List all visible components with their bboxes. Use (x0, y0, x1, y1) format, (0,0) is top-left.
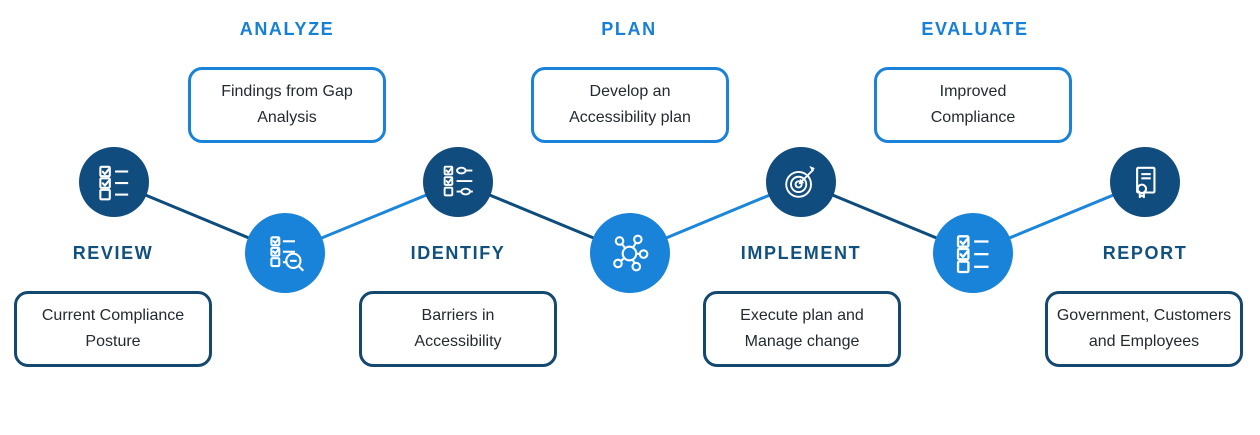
analyze-box-line2: Analysis (257, 109, 317, 126)
checklist-icon (99, 165, 129, 201)
implement-label: IMPLEMENT (740, 243, 862, 263)
evaluate-label: EVALUATE (921, 19, 1029, 39)
analyze-info-box: Findings from Gap Analysis (188, 67, 386, 143)
network-icon (613, 234, 649, 272)
target-arrow-icon (785, 165, 815, 198)
review-label: REVIEW (72, 243, 154, 263)
review-info-box: Current Compliance Posture (14, 291, 212, 367)
identify-box-line2: Accessibility (414, 333, 502, 350)
plan-step-circle (590, 213, 670, 293)
evaluate-box-line1: Improved (939, 83, 1007, 100)
implement-box-line2: Manage change (744, 333, 860, 350)
checklist-tags-icon (443, 165, 473, 197)
review-step-circle (79, 147, 149, 217)
plan-box-line2: Accessibility plan (569, 109, 691, 126)
report-label: REPORT (1102, 243, 1188, 263)
analyze-box-line1: Findings from Gap (221, 83, 353, 100)
identify-box-line1: Barriers in (421, 307, 495, 324)
plan-info-box: Develop an Accessibility plan (531, 67, 729, 143)
identify-label: IDENTIFY (410, 243, 506, 263)
implement-step-circle (766, 147, 836, 217)
report-step-circle (1110, 147, 1180, 217)
plan-box-line1: Develop an (589, 83, 671, 100)
identify-info-box: Barriers in Accessibility (359, 291, 557, 367)
implement-info-box: Execute plan and Manage change (703, 291, 901, 367)
analyze-label: ANALYZE (239, 19, 335, 39)
evaluate-info-box: Improved Compliance (874, 67, 1072, 143)
evaluate-box-line2: Compliance (930, 109, 1016, 126)
review-box-line2: Posture (85, 333, 141, 350)
report-box-line2: and Employees (1088, 333, 1200, 350)
analyze-step-circle (245, 213, 325, 293)
review-box-line1: Current Compliance (41, 307, 185, 324)
checklist-magnifier-icon (270, 236, 305, 272)
evaluate-step-circle (933, 213, 1013, 293)
implement-box-line1: Execute plan and (740, 307, 864, 324)
report-box-line1: Government, Customers (1056, 307, 1232, 324)
identify-step-circle (423, 147, 493, 217)
plan-label: PLAN (601, 19, 657, 39)
checklist-icon (956, 235, 989, 274)
certificate-icon (1136, 166, 1156, 199)
report-info-box: Government, Customers and Employees (1045, 291, 1243, 367)
